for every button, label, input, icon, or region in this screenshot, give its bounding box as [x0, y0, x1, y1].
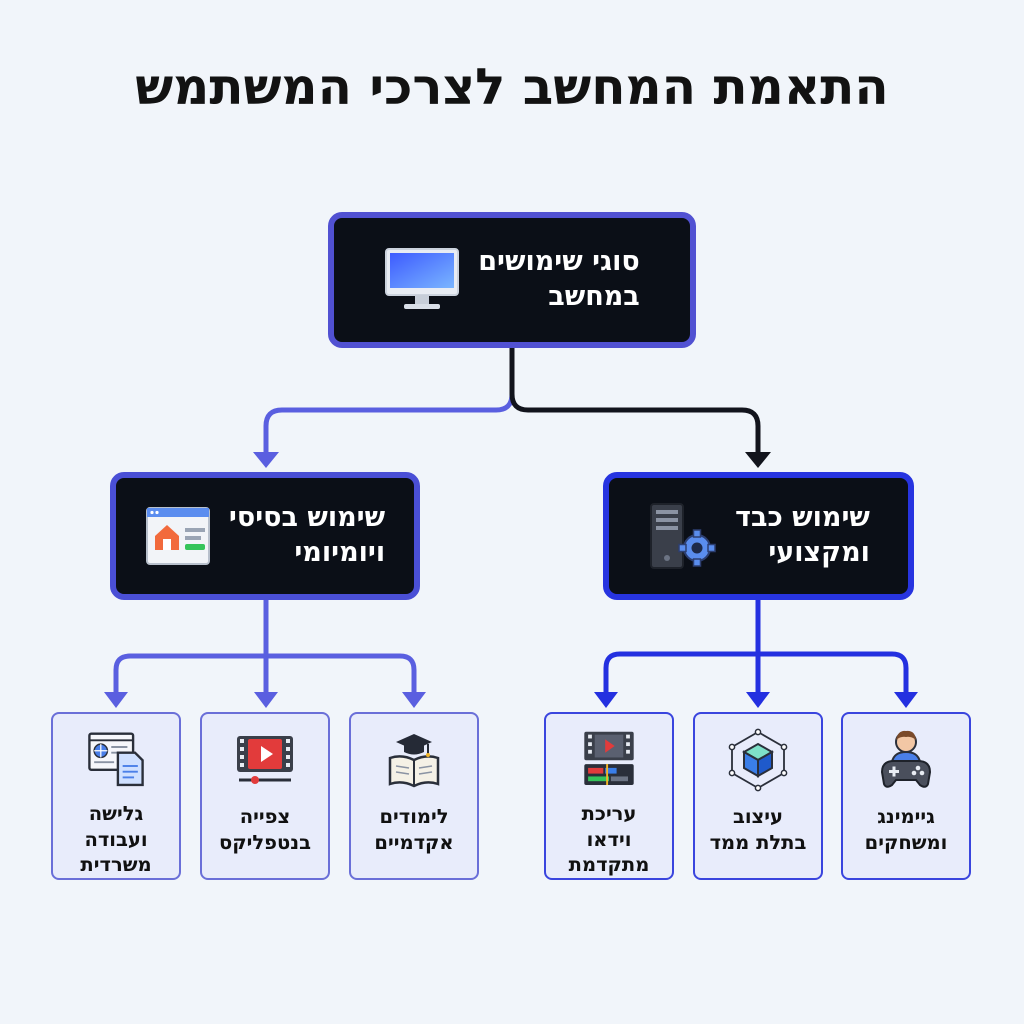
- leaf-label: צפייה בנטפליקס: [219, 805, 311, 854]
- root-node-label: סוגי שימושים במחשב: [478, 246, 640, 312]
- leaf-label: לימודים אקדמיים: [374, 805, 454, 854]
- connector-basic-leaves: [113, 600, 417, 696]
- heavy-usage-label: שימוש כבד ומקצועי: [735, 502, 870, 568]
- gamer-controller-icon: [880, 730, 932, 788]
- browser-document-icon: [88, 732, 144, 787]
- leaf-browsing-office: גלישה ועבודה משרדית: [51, 712, 181, 880]
- connector-heavy-leaves: [603, 600, 909, 696]
- graduation-book-icon: [388, 734, 440, 788]
- video-player-icon: [237, 736, 293, 784]
- basic-usage-label: שימוש בסיסי ויומיומי: [228, 502, 386, 568]
- arrow-heavy-leaf-2: [746, 692, 770, 708]
- leaf-label: גיימינג ומשחקים: [864, 805, 948, 854]
- arrow-root-basic: [253, 452, 279, 468]
- arrow-basic-leaf-2: [254, 692, 278, 708]
- heavy-usage-node: שימוש כבד ומקצועי: [603, 472, 914, 600]
- leaf-label: גלישה ועבודה משרדית: [80, 801, 152, 877]
- leaf-netflix-viewing: צפייה בנטפליקס: [200, 712, 330, 880]
- leaf-label: עיצוב בתלת ממד: [709, 805, 807, 854]
- leaf-gaming: גיימינג ומשחקים: [841, 712, 971, 880]
- 3d-cube-icon: [728, 728, 788, 792]
- server-gear-icon: [650, 503, 716, 569]
- arrow-basic-leaf-1: [104, 692, 128, 708]
- arrow-basic-leaf-3: [402, 692, 426, 708]
- page-title: התאמת המחשב לצרכי המשתמש: [135, 58, 889, 116]
- web-page-icon: [145, 507, 210, 565]
- monitor-icon: [385, 248, 460, 309]
- connector-root-heavy: [509, 348, 761, 456]
- root-node: סוגי שימושים במחשב: [328, 212, 696, 348]
- basic-usage-node: שימוש בסיסי ויומיומי: [110, 472, 420, 600]
- leaf-academic-studies: לימודים אקדמיים: [349, 712, 479, 880]
- arrow-root-heavy: [745, 452, 771, 468]
- video-editing-icon: [584, 731, 634, 785]
- connector-root-basic: [263, 348, 515, 456]
- leaf-3d-design: עיצוב בתלת ממד: [693, 712, 823, 880]
- leaf-video-editing: עריכת וידאו מתקדמת: [544, 712, 674, 880]
- arrow-heavy-leaf-1: [594, 692, 618, 708]
- arrow-heavy-leaf-3: [894, 692, 918, 708]
- leaf-label: עריכת וידאו מתקדמת: [568, 801, 650, 877]
